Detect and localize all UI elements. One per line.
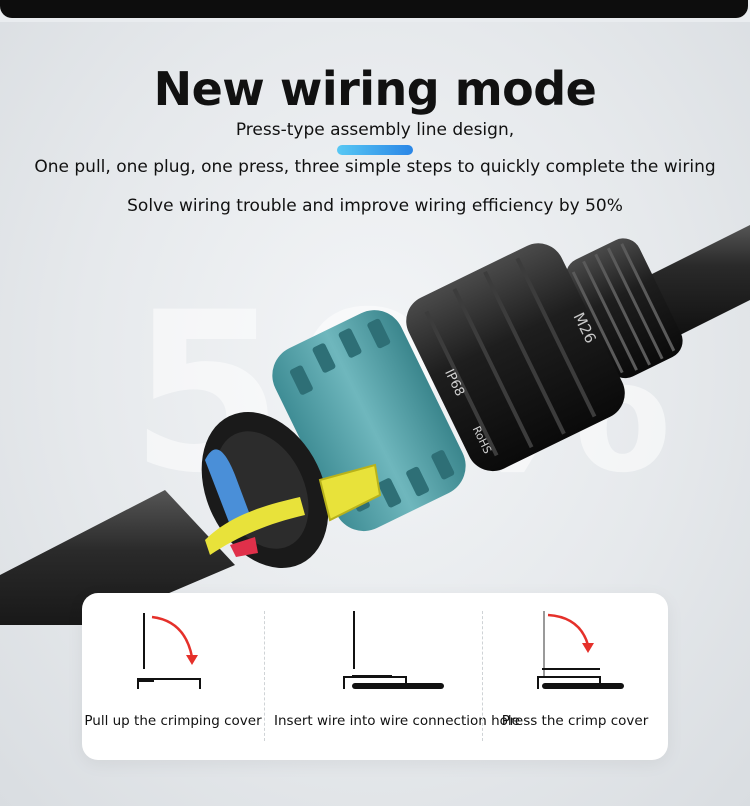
- red-wire: [230, 537, 258, 557]
- step-divider-2: [482, 611, 483, 741]
- step-2: Insert wire into wire connection hole: [264, 593, 520, 760]
- subtitle-line-2: One pull, one plug, one press, three sim…: [34, 157, 716, 177]
- step-3-label: Press the crimp cover: [501, 713, 649, 729]
- blue-wire: [205, 449, 250, 525]
- wire-insert-icon: [343, 611, 444, 689]
- page-title: New wiring mode: [153, 62, 597, 116]
- step-1-label: Pull up the crimping cover: [84, 713, 262, 729]
- yellow-wire: [205, 497, 305, 555]
- subtitle-line-1: Press-type assembly line design,: [235, 120, 515, 140]
- step-3: Press the crimp cover: [482, 593, 668, 760]
- step-divider-1: [264, 611, 265, 741]
- steps-card: Pull up the crimping cover Insert wire i…: [82, 593, 668, 760]
- previous-section-edge: [0, 0, 748, 18]
- yellow-crimp-cover: [318, 463, 382, 522]
- subtitle-line-3: Solve wiring trouble and improve wiring …: [127, 196, 623, 216]
- top-band: [0, 0, 750, 22]
- accent-bar: [337, 145, 413, 155]
- gland-nut: [565, 238, 683, 379]
- lever-open-icon: [137, 613, 201, 689]
- step-2-label: Insert wire into wire connection hole: [274, 713, 520, 729]
- step-1: Pull up the crimping cover: [82, 593, 264, 760]
- connector-product-image: M26 IP68 RoHS: [0, 225, 750, 625]
- lever-close-icon: [537, 611, 624, 689]
- left-cable: [0, 490, 235, 625]
- connector-body: M26 IP68 RoHS: [406, 243, 625, 472]
